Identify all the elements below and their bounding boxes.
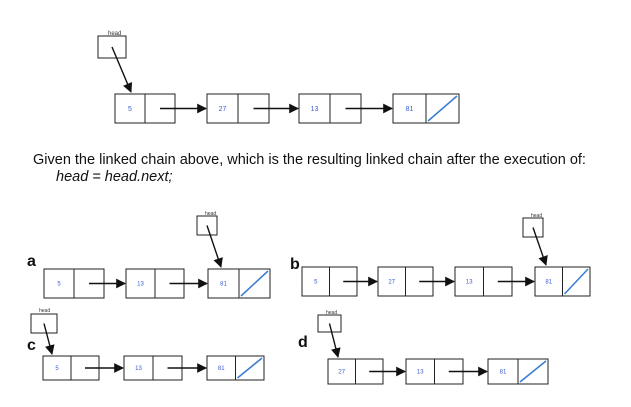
node-value: 5 [128, 106, 132, 113]
node-value: 5 [314, 280, 318, 286]
node-value: 27 [219, 106, 227, 113]
node-value: 81 [218, 366, 225, 372]
node: 81 [207, 268, 271, 299]
head-pointer-arrow [206, 225, 223, 268]
question-prompt: Given the linked chain above, which is t… [33, 152, 586, 168]
node-data-cell [207, 268, 240, 299]
node-value: 27 [338, 370, 345, 376]
option-label-a: a [27, 253, 36, 270]
null-slash-icon [236, 357, 263, 379]
diagram-d: head 27 13 81 [317, 310, 549, 385]
node: 5 [43, 268, 126, 299]
null-slash-icon [563, 268, 589, 295]
node-data-cell [298, 93, 331, 124]
node-value: 27 [388, 280, 395, 286]
node-value: 81 [220, 282, 227, 288]
node: 81 [392, 93, 460, 124]
node-data-cell [42, 355, 72, 381]
node: 5 [301, 266, 378, 297]
head-pointer-arrow [111, 46, 133, 93]
node-data-cell [114, 93, 146, 124]
node: 13 [125, 268, 208, 299]
node: 13 [123, 355, 207, 381]
node: 5 [114, 93, 207, 124]
diagram-b: head 5 27 13 81 [301, 213, 591, 297]
head-label: head [326, 310, 337, 316]
diagram-a: head 5 13 81 [43, 211, 271, 299]
head-label: head [531, 213, 542, 219]
node-value: 13 [135, 366, 142, 372]
diagram-c: head 5 13 81 [30, 308, 265, 381]
node: 27 [377, 266, 455, 297]
option-label-d: d [298, 334, 308, 351]
node-value: 5 [55, 366, 59, 372]
node-value: 5 [57, 282, 61, 288]
node-data-cell [405, 358, 435, 385]
option-label-c: c [27, 337, 36, 354]
node-data-cell [43, 268, 75, 299]
head-pointer-arrow [43, 323, 55, 355]
question-code: head = head.next; [56, 169, 173, 185]
head-pointer-arrow [532, 227, 548, 266]
null-slash-icon [427, 95, 458, 122]
node-value: 13 [311, 106, 319, 113]
node: 5 [42, 355, 124, 381]
option-label-b: b [290, 256, 300, 273]
node-value: 13 [417, 370, 424, 376]
node-data-cell [206, 93, 239, 124]
node-data-cell [487, 358, 519, 385]
node: 81 [206, 355, 265, 381]
null-slash-icon [240, 270, 269, 297]
head-pointer-arrow [328, 323, 341, 358]
node: 81 [534, 266, 591, 297]
null-slash-icon [519, 360, 547, 383]
head-label: head [205, 211, 216, 217]
node-data-cell [534, 266, 563, 297]
node: 27 [327, 358, 406, 385]
node: 13 [405, 358, 488, 385]
node: 81 [487, 358, 549, 385]
diagram-original: head 5 27 13 81 [97, 31, 460, 124]
node: 27 [206, 93, 299, 124]
node: 13 [298, 93, 393, 124]
node-value: 81 [500, 370, 507, 376]
node: 13 [454, 266, 535, 297]
node-value: 13 [137, 282, 144, 288]
node-value: 13 [466, 280, 473, 286]
node-value: 81 [545, 280, 552, 286]
node-data-cell [123, 355, 154, 381]
head-label: head [108, 31, 121, 37]
question-text: Given the linked chain above, which is t… [33, 152, 593, 186]
node-value: 81 [406, 106, 414, 113]
head-label: head [39, 308, 50, 314]
